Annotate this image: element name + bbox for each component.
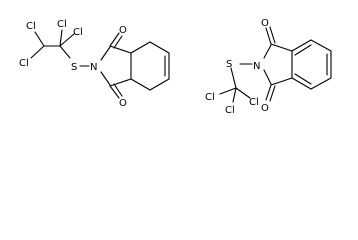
bond — [149, 78, 170, 91]
atom-label-cl: Cl — [57, 19, 67, 30]
atom-label-o: O — [119, 98, 127, 109]
bond — [113, 83, 123, 97]
bond — [59, 29, 63, 47]
bond — [109, 32, 120, 47]
bond — [59, 33, 75, 47]
atom-label-cl: Cl — [73, 27, 83, 38]
bond — [109, 85, 120, 99]
atom-label-o: O — [119, 25, 127, 36]
bond — [109, 78, 132, 87]
bond — [310, 39, 332, 52]
bond — [269, 85, 276, 102]
bond — [30, 45, 45, 59]
atom-label-s: S — [226, 59, 232, 70]
bond — [130, 41, 151, 54]
molecule-1-bonds — [30, 29, 170, 99]
bond — [265, 27, 272, 45]
bond — [219, 87, 237, 95]
atom-label-cl: Cl — [19, 58, 29, 69]
bond — [100, 71, 111, 86]
atom-label-cl: Cl — [249, 97, 259, 108]
bond — [59, 45, 71, 59]
atom-label-n: N — [90, 62, 97, 73]
bond — [310, 77, 332, 90]
atom-label-cl: Cl — [26, 21, 36, 32]
bond — [113, 35, 123, 49]
chemical-structures-canvas: Cl Cl Cl Cl S N O O — [19, 18, 332, 116]
bond — [291, 39, 312, 52]
molecule-2: S N Cl Cl Cl O O — [205, 18, 332, 116]
molecule-2-bonds — [219, 26, 332, 103]
bond — [270, 77, 293, 86]
bond — [269, 26, 276, 44]
bond — [294, 44, 312, 56]
atom-label-cl: Cl — [225, 105, 235, 116]
bond — [130, 78, 151, 91]
bond — [34, 31, 45, 47]
atom-label-o: O — [261, 103, 269, 114]
atom-label-n: N — [253, 61, 260, 72]
bond — [109, 45, 132, 54]
bond — [263, 69, 272, 85]
bond — [149, 41, 170, 54]
molecule-1: Cl Cl Cl Cl S N O O — [19, 19, 170, 109]
bond — [294, 73, 312, 85]
atom-label-s: S — [71, 62, 77, 73]
atom-label-cl: Cl — [205, 92, 215, 103]
bond — [230, 67, 237, 89]
bond — [100, 46, 111, 61]
bond — [291, 77, 312, 90]
atom-label-o: O — [261, 18, 269, 29]
bond — [265, 84, 272, 101]
structures-svg: Cl Cl Cl Cl S N O O — [19, 18, 332, 116]
bond — [263, 44, 272, 59]
bond — [270, 43, 293, 52]
bond — [235, 87, 251, 99]
bond — [232, 87, 237, 103]
